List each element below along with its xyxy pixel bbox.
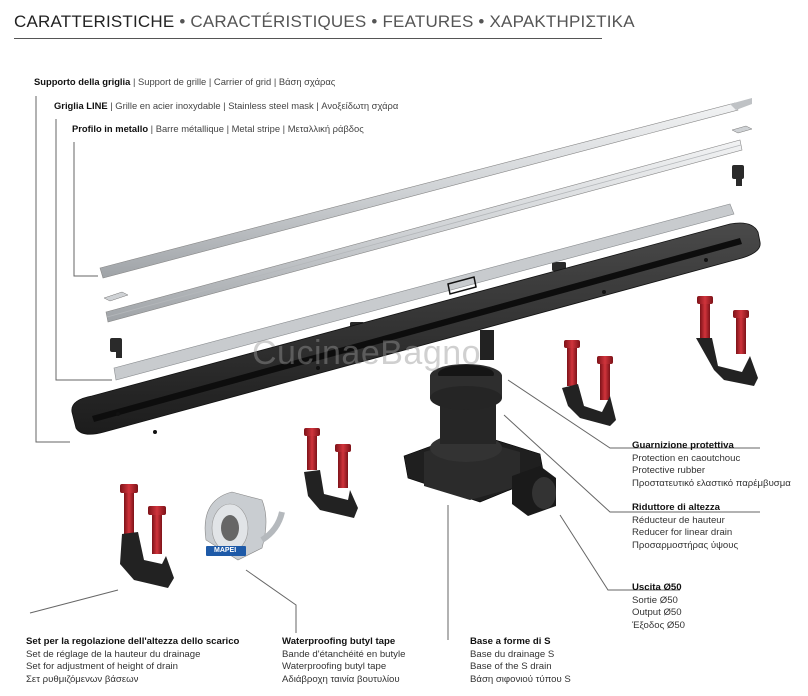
label-height-set-en: Set for adjustment of height of drain: [26, 661, 178, 673]
label-grid-support-main: Supporto della griglia: [34, 76, 131, 87]
label-gasket: Guarnizione protettiva Protection en cao…: [632, 440, 791, 490]
label-outlet: Uscita Ø50 Sortie Ø50 Output Ø50 Έξοδος …: [632, 582, 685, 632]
page-title: CARATTERISTICHE • CARACTÉRISTIQUES • FEA…: [14, 12, 635, 32]
drain-body: [403, 330, 556, 516]
grid-clips: [110, 165, 744, 358]
grid-support: [71, 203, 761, 435]
label-butyl-tape-fr: Bande d'étanchéité en butyle: [282, 648, 406, 660]
label-reducer-en: Reducer for linear drain: [632, 527, 733, 539]
label-gasket-fr: Protection en caoutchouc: [632, 452, 741, 464]
label-metal-stripe-main: Profilo in metallo: [72, 123, 149, 134]
label-s-base-it: Base a forme di S: [470, 636, 551, 647]
label-metal-stripe: Profilo in metallo | Barre métallique | …: [72, 123, 364, 136]
height-set-left-base: [120, 532, 174, 588]
stainless-grid: [105, 139, 743, 323]
label-height-set-fr: Set de réglage de la hauteur du drainage: [26, 648, 201, 660]
label-s-base: Base a forme di S Base du drainage S Bas…: [470, 636, 571, 686]
stripe-clip-right: [731, 125, 753, 134]
label-reducer-el: Προσαρμοστήρας ύψους: [632, 539, 739, 551]
height-set-center: [304, 428, 351, 488]
title-underline: [14, 38, 602, 39]
label-butyl-tape: Waterproofing butyl tape Bande d'étanché…: [282, 636, 405, 686]
label-reducer-fr: Réducteur de hauteur: [632, 514, 725, 526]
leader-profile: [73, 142, 98, 277]
label-metal-stripe-rest: | Barre métallique | Metal stripe | Μετα…: [148, 123, 364, 134]
label-height-set-el: Σετ ρυθμιζόμενων βάσεων: [26, 673, 139, 685]
metal-stripe: [99, 98, 752, 279]
leader-grid: [55, 119, 112, 381]
mapei-logo: MAPEI: [214, 547, 237, 554]
label-grid-support-rest: | Support de grille | Carrier of grid | …: [130, 76, 336, 87]
height-set-center-right-base: [562, 384, 616, 426]
label-s-base-el: Βάση σιφονιού τύπου S: [470, 673, 571, 685]
label-height-set-it: Set per la regolazione dell'altezza dell…: [26, 636, 240, 647]
label-gasket-it: Guarnizione protettiva: [632, 440, 734, 451]
watermark: CucinaeBagno: [252, 334, 482, 372]
leader-lines: [29, 96, 760, 640]
label-outlet-it: Uscita Ø50: [632, 582, 682, 593]
height-set-left: [120, 484, 166, 554]
label-grid-support: Supporto della griglia | Support de gril…: [34, 76, 335, 89]
leader-gasket: [507, 379, 760, 449]
label-stainless-grid-rest: | Grille en acier inoxydable | Stainless…: [107, 100, 399, 111]
title-translations: • CARACTÉRISTIQUES • FEATURES • ΧΑΡΑΚΤΗΡ…: [174, 12, 635, 31]
leader-butyl: [245, 569, 297, 633]
label-gasket-en: Protective rubber: [632, 465, 706, 477]
label-outlet-en: Output Ø50: [632, 607, 682, 619]
label-butyl-tape-en-title: Waterproofing butyl tape: [282, 636, 396, 647]
leader-reducer: [503, 414, 760, 513]
title-italian: CARATTERISTICHE: [14, 12, 175, 31]
label-reducer-it: Riduttore di altezza: [632, 502, 720, 513]
label-stainless-grid: Griglia LINE | Grille en acier inoxydabl…: [54, 100, 398, 113]
label-outlet-el: Έξοδος Ø50: [632, 619, 685, 631]
label-s-base-fr: Base du drainage S: [470, 648, 555, 660]
height-set-right: [697, 296, 749, 354]
stripe-clip-left: [103, 291, 129, 302]
label-butyl-tape-en: Waterproofing butyl tape: [282, 661, 387, 673]
label-height-set: Set per la regolazione dell'altezza dell…: [26, 636, 239, 686]
leader-support: [35, 96, 70, 443]
leader-outlet: [559, 514, 680, 591]
label-s-base-en: Base of the S drain: [470, 661, 552, 673]
leader-height-set: [29, 589, 119, 614]
butyl-tape-roll: [204, 491, 285, 561]
height-set-center-right: [564, 340, 613, 400]
height-set-center-base: [304, 470, 358, 518]
label-outlet-fr: Sortie Ø50: [632, 594, 678, 606]
label-gasket-el: Προστατευτικό ελαστικό παρέμβυσμα: [632, 477, 791, 489]
label-stainless-grid-main: Griglia LINE: [54, 100, 108, 111]
label-reducer: Riduttore di altezza Réducteur de hauteu…: [632, 502, 738, 552]
height-set-right-base: [696, 338, 758, 386]
label-butyl-tape-el: Αδιάβροχη ταινία βουτυλίου: [282, 673, 400, 685]
